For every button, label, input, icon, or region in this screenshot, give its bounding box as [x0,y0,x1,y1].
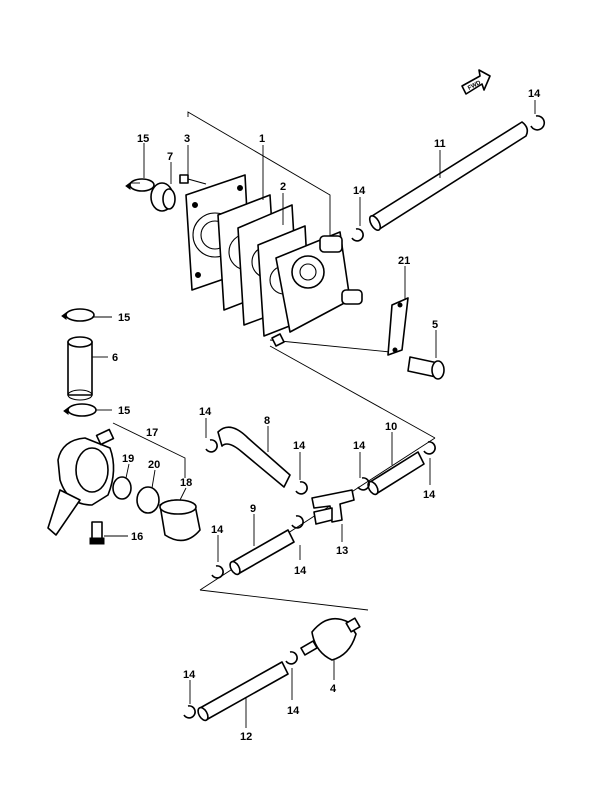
bolt-5 [407,356,445,380]
clip-14-f [423,441,436,455]
hose-12 [197,661,289,722]
callout-14-e: 14 [353,440,366,452]
pump-cover [271,231,363,347]
callout-2: 2 [280,181,286,193]
fuel-filter-4 [300,617,361,661]
clip-14-j [285,651,298,665]
callout-14-f: 14 [423,489,436,501]
clip-14-i [183,705,196,719]
bracket-21 [387,297,409,356]
callouts: 1 2 3 7 15 11 14 14 21 5 15 6 15 17 14 8… [112,88,541,743]
callout-21: 21 [398,255,410,267]
callout-20: 20 [148,459,160,471]
callout-5: 5 [432,319,438,331]
callout-16: 16 [131,531,143,543]
callout-14-upper-mid: 14 [353,185,366,197]
callout-18: 18 [180,477,192,489]
hose-10 [367,451,425,496]
callout-11: 11 [434,138,446,150]
clip-14-d [295,481,308,495]
callout-14-top-right: 14 [528,88,541,100]
callout-14-d: 14 [293,440,306,452]
clip-14-b [351,228,364,242]
hose-6 [67,336,93,401]
fuel-valve-17 [47,428,115,536]
callout-3: 3 [184,133,190,145]
hose-9 [229,529,295,576]
callout-4: 4 [330,683,337,695]
screw-3 [179,174,207,185]
clip-14-a [530,115,546,131]
t-joint-13 [311,489,355,525]
callout-9: 9 [250,503,256,515]
oring-19 [112,476,132,500]
callout-19: 19 [122,453,134,465]
callout-17: 17 [146,427,158,439]
fwd-arrow-icon: FWD [461,69,491,95]
gasket-20 [136,486,160,514]
callout-15-left-top: 15 [118,312,130,324]
clip-14-c [205,439,218,453]
callout-13: 13 [336,545,348,557]
hose-8 [217,426,291,488]
callout-14-c: 14 [199,406,212,418]
hose-11 [368,121,529,232]
callout-14-i: 14 [183,669,196,681]
callout-1: 1 [259,133,265,145]
callout-6: 6 [112,352,118,364]
clip-15-left-bottom [63,403,97,417]
callout-14-j: 14 [287,705,300,717]
clip-14-h [291,515,304,529]
clip-15-left-top [61,308,95,322]
callout-15-left-bottom: 15 [118,405,130,417]
callout-15-top: 15 [137,133,149,145]
leader-lines [92,100,536,728]
filter-cup-18 [159,499,201,542]
callout-14-h: 14 [294,565,307,577]
screw-16 [89,521,105,545]
callout-8: 8 [264,415,270,427]
callout-14-g: 14 [211,524,224,536]
clip-15-top [125,178,155,192]
callout-7: 7 [167,151,173,163]
callout-12: 12 [240,731,252,743]
bushing-7 [150,182,176,212]
clip-14-e [357,477,370,491]
callout-10: 10 [385,421,397,433]
clip-14-g [211,565,224,579]
